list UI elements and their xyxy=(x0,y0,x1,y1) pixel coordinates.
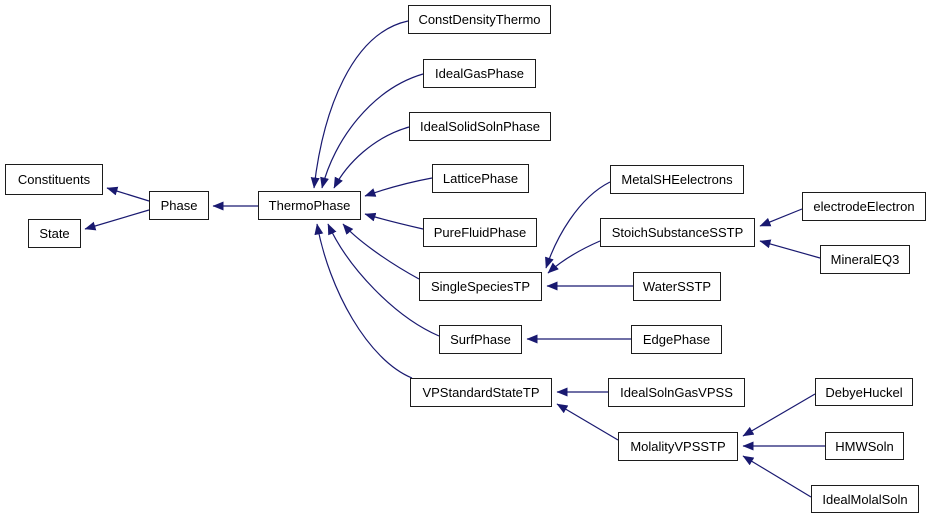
node-idealgasphase[interactable]: IdealGasPhase xyxy=(423,59,536,88)
edge-debyehuckel-to-molalityvpsstp xyxy=(742,393,816,437)
node-hmwsoln[interactable]: HMWSoln xyxy=(825,432,904,460)
node-idealmolalsoln[interactable]: IdealMolalSoln xyxy=(811,485,919,513)
edge-stoichsubstancesstp-to-singlespeciestp xyxy=(547,240,601,274)
edge-idealsolidsolnphase-to-thermophase xyxy=(333,126,410,189)
node-electrodeelectron[interactable]: electrodeElectron xyxy=(802,192,926,221)
edge-mineraleq3-to-stoichsubstancesstp xyxy=(759,239,821,259)
node-stoichsubstancesstp[interactable]: StoichSubstanceSSTP xyxy=(600,218,755,247)
node-idealsolngasvpss[interactable]: IdealSolnGasVPSS xyxy=(608,378,745,407)
node-singlespeciestp[interactable]: SingleSpeciesTP xyxy=(419,272,542,301)
node-thermophase[interactable]: ThermoPhase xyxy=(258,191,361,220)
edge-surfphase-to-thermophase xyxy=(327,223,440,337)
edge-latticephase-to-thermophase xyxy=(364,177,433,197)
edge-idealmolalsoln-to-molalityvpsstp xyxy=(742,455,812,498)
edge-singlespeciestp-to-thermophase xyxy=(342,223,420,280)
edge-electrodeelectron-to-stoichsubstancesstp xyxy=(759,208,803,227)
node-idealsolidsolnphase[interactable]: IdealSolidSolnPhase xyxy=(409,112,551,141)
edge-vpstandardstatetp-to-thermophase xyxy=(314,223,413,379)
node-latticephase[interactable]: LatticePhase xyxy=(432,164,529,193)
node-phase[interactable]: Phase xyxy=(149,191,209,220)
node-debyehuckel[interactable]: DebyeHuckel xyxy=(815,378,913,406)
edge-phase-to-state xyxy=(84,209,150,231)
node-metalsheelectrons[interactable]: MetalSHEelectrons xyxy=(610,165,744,194)
node-molalityvpsstp[interactable]: MolalityVPSSTP xyxy=(618,432,738,461)
node-constituents[interactable]: Constituents xyxy=(5,164,103,195)
node-mineraleq3[interactable]: MineralEQ3 xyxy=(820,245,910,274)
edge-idealgasphase-to-thermophase xyxy=(320,73,424,189)
node-watersstp[interactable]: WaterSSTP xyxy=(633,272,721,301)
node-surfphase[interactable]: SurfPhase xyxy=(439,325,522,354)
edge-molalityvpsstp-to-vpstandardstatetp xyxy=(556,403,619,441)
edge-phase-to-constituents xyxy=(106,186,150,202)
node-state[interactable]: State xyxy=(28,219,81,248)
node-edgephase[interactable]: EdgePhase xyxy=(631,325,722,354)
edge-constdensitythermo-to-thermophase xyxy=(310,20,409,189)
node-constdensitythermo[interactable]: ConstDensityThermo xyxy=(408,5,551,34)
node-purefluidphase[interactable]: PureFluidPhase xyxy=(423,218,537,247)
node-vpstandardstatetp[interactable]: VPStandardStateTP xyxy=(410,378,552,407)
edge-metalsheelectrons-to-singlespeciestp xyxy=(545,181,611,269)
edge-purefluidphase-to-thermophase xyxy=(364,212,424,230)
